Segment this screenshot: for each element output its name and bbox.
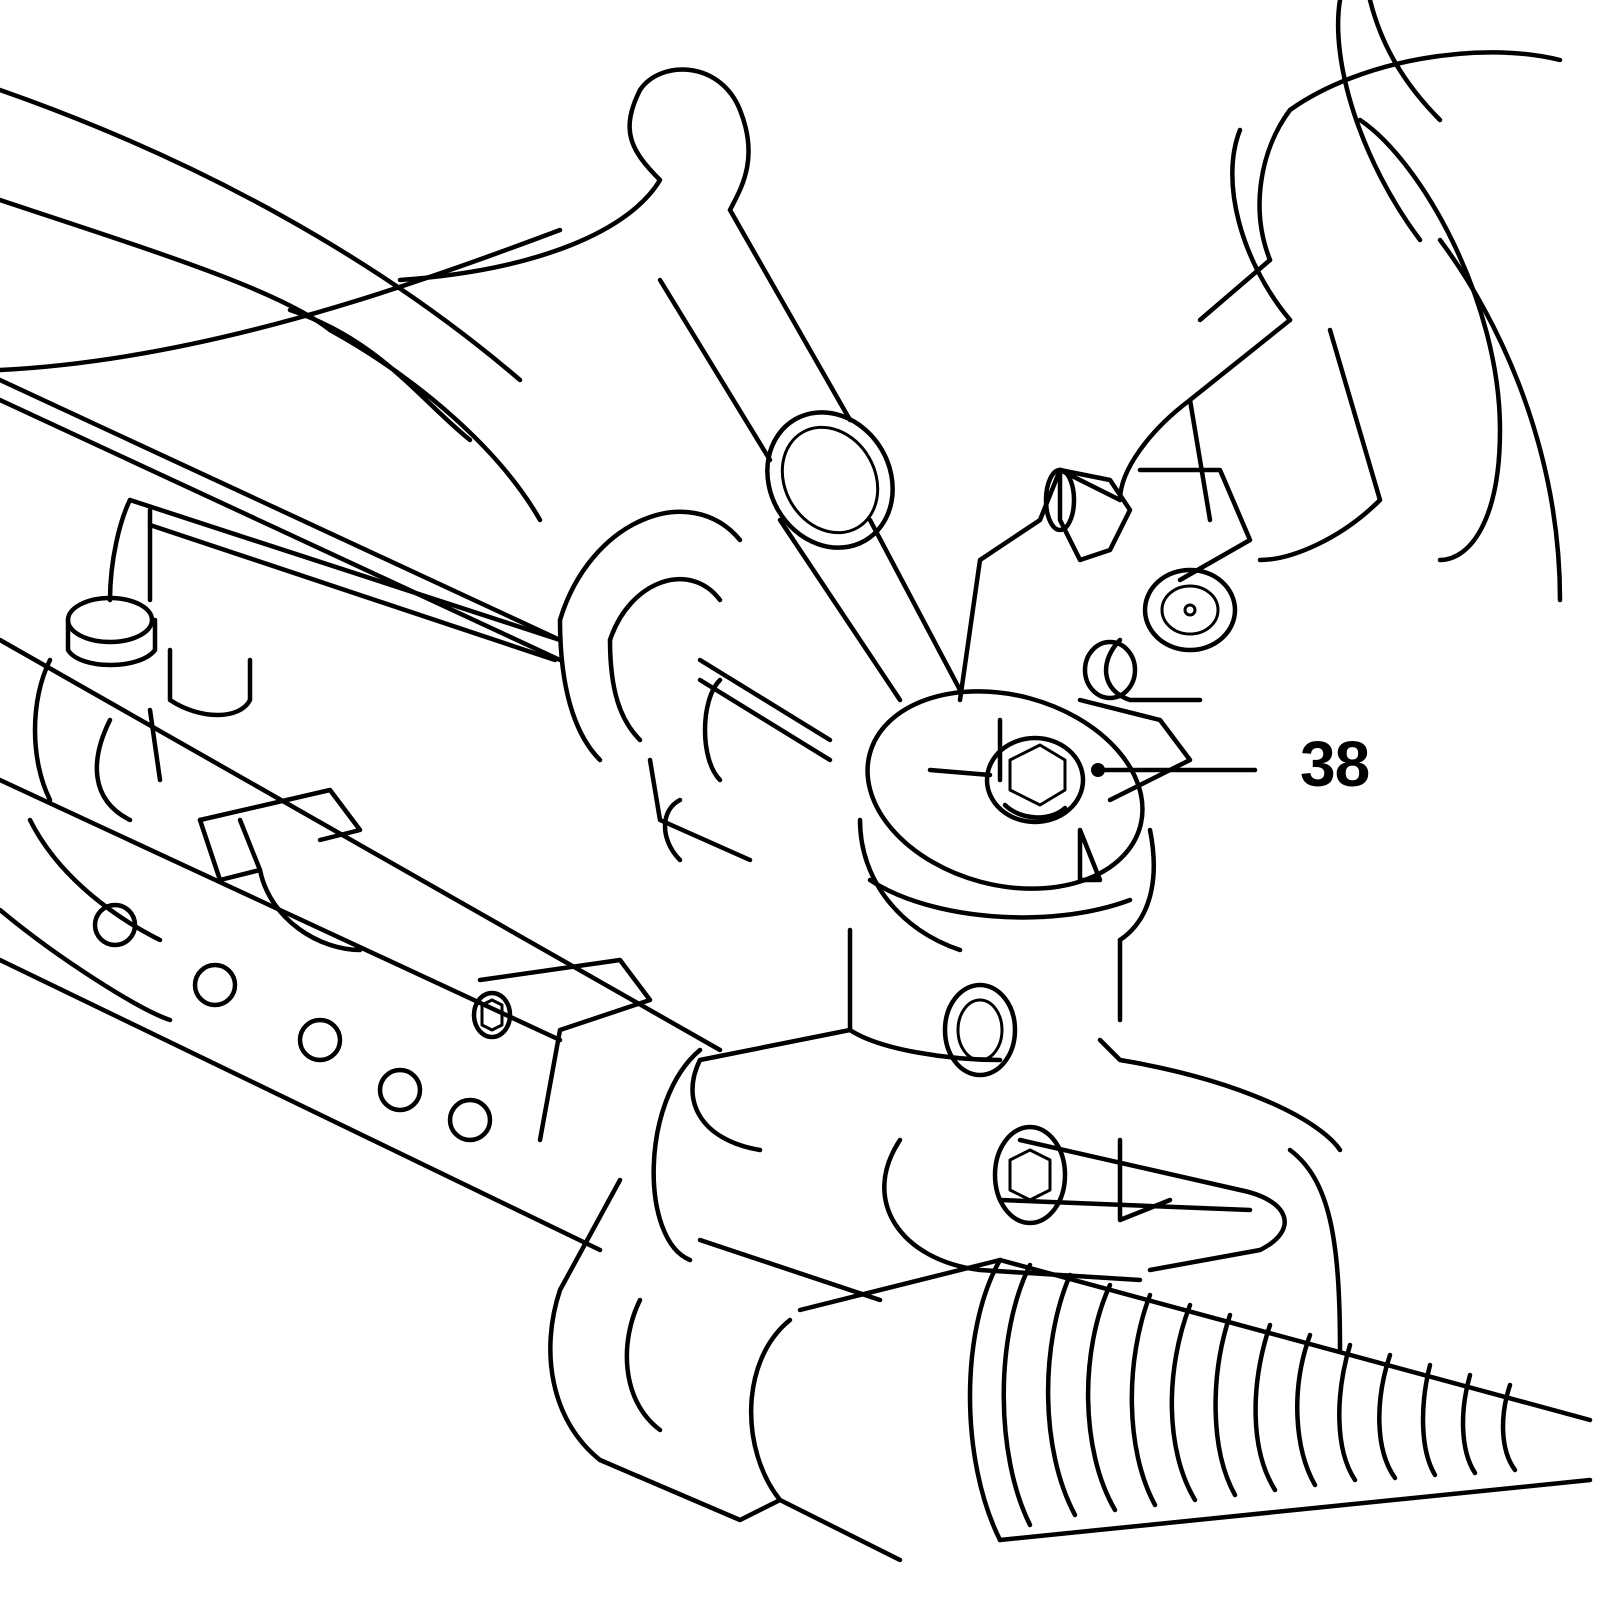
- feed-line: [557, 509, 833, 763]
- return-line: [882, 1124, 1343, 1353]
- rack-housing: [0, 637, 1343, 1563]
- valve-housing: [847, 689, 1156, 1078]
- left-rack-section: [0, 497, 753, 1143]
- body-panel: [0, 87, 563, 663]
- callout-38: [1091, 763, 1258, 777]
- callout-dot: [1091, 763, 1105, 777]
- rack-boot: [967, 1257, 1593, 1543]
- pressure-hose: [397, 67, 963, 703]
- universal-joint: [957, 397, 1253, 803]
- callout-label-38: 38: [1300, 728, 1370, 800]
- pinch-bolt: [984, 735, 1086, 825]
- steering-column: [1187, 0, 1563, 603]
